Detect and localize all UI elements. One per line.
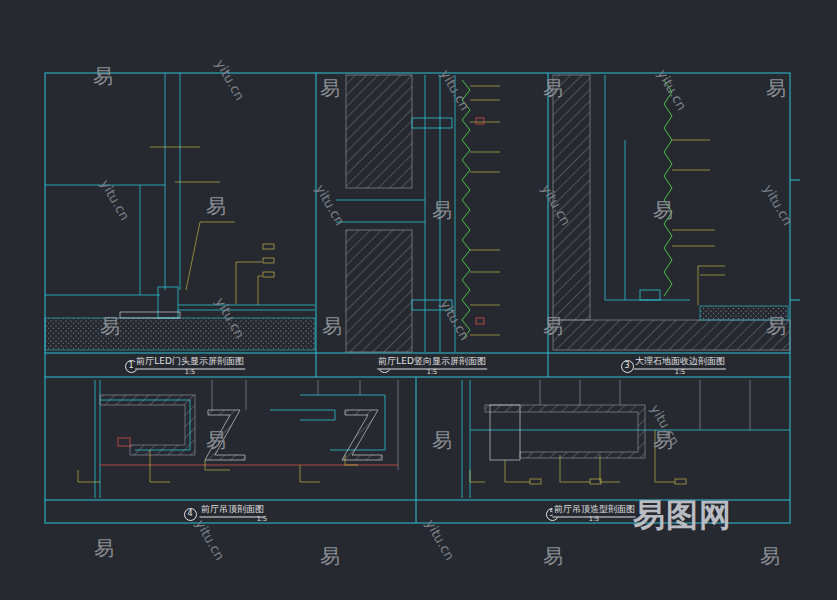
watermark: 易 — [432, 427, 452, 454]
watermark: yitu.cn — [437, 67, 472, 113]
watermark: yitu.cn — [422, 517, 457, 563]
scale-note: 1:5 — [675, 368, 685, 376]
scale-note: 1:5 — [427, 368, 437, 376]
watermark: 易 — [760, 543, 780, 570]
watermark: yitu.cn — [212, 57, 247, 103]
watermark: 易 — [93, 63, 113, 90]
watermark: 易 — [100, 313, 120, 340]
watermark: yitu.cn — [647, 402, 682, 448]
watermark: 易 — [653, 197, 673, 224]
watermark: 易 — [543, 543, 563, 570]
callout-number: 3 — [624, 362, 629, 370]
watermark: yitu.cn — [312, 182, 347, 228]
section-title: 前厅LED门头显示屏剖面图 — [135, 355, 245, 370]
watermark: yitu.cn — [97, 177, 132, 223]
watermark: 易 — [320, 543, 340, 570]
watermark: 易 — [432, 197, 452, 224]
section-title: 大理石地面收边剖面图 — [634, 355, 726, 370]
callout-number: 1 — [128, 362, 133, 370]
section-title: 前厅吊顶剖面图 — [200, 503, 265, 518]
callout-number: 4 — [187, 510, 192, 518]
watermark: 易 — [94, 535, 114, 562]
watermark: 易 — [322, 313, 342, 340]
scale-note: 1:5 — [257, 515, 267, 523]
watermark: 易 — [766, 75, 786, 102]
watermark: 易 — [766, 313, 786, 340]
watermark: 易 — [206, 427, 226, 454]
callout-circle: 4 — [184, 508, 197, 521]
watermark: yitu.cn — [192, 517, 227, 563]
scale-note: 1:5 — [185, 368, 195, 376]
callout-circle: 3 — [621, 360, 634, 373]
watermark: 易 — [206, 193, 226, 220]
watermark-logo: 易图网 — [633, 494, 732, 538]
watermark: 易 — [320, 75, 340, 102]
watermark: 易 — [543, 313, 563, 340]
section-title: 前厅LED竖向显示屏剖面图 — [377, 355, 487, 370]
watermark: 易 — [543, 75, 563, 102]
watermark: yitu.cn — [654, 67, 689, 113]
scale-note: 1:5 — [589, 515, 599, 523]
